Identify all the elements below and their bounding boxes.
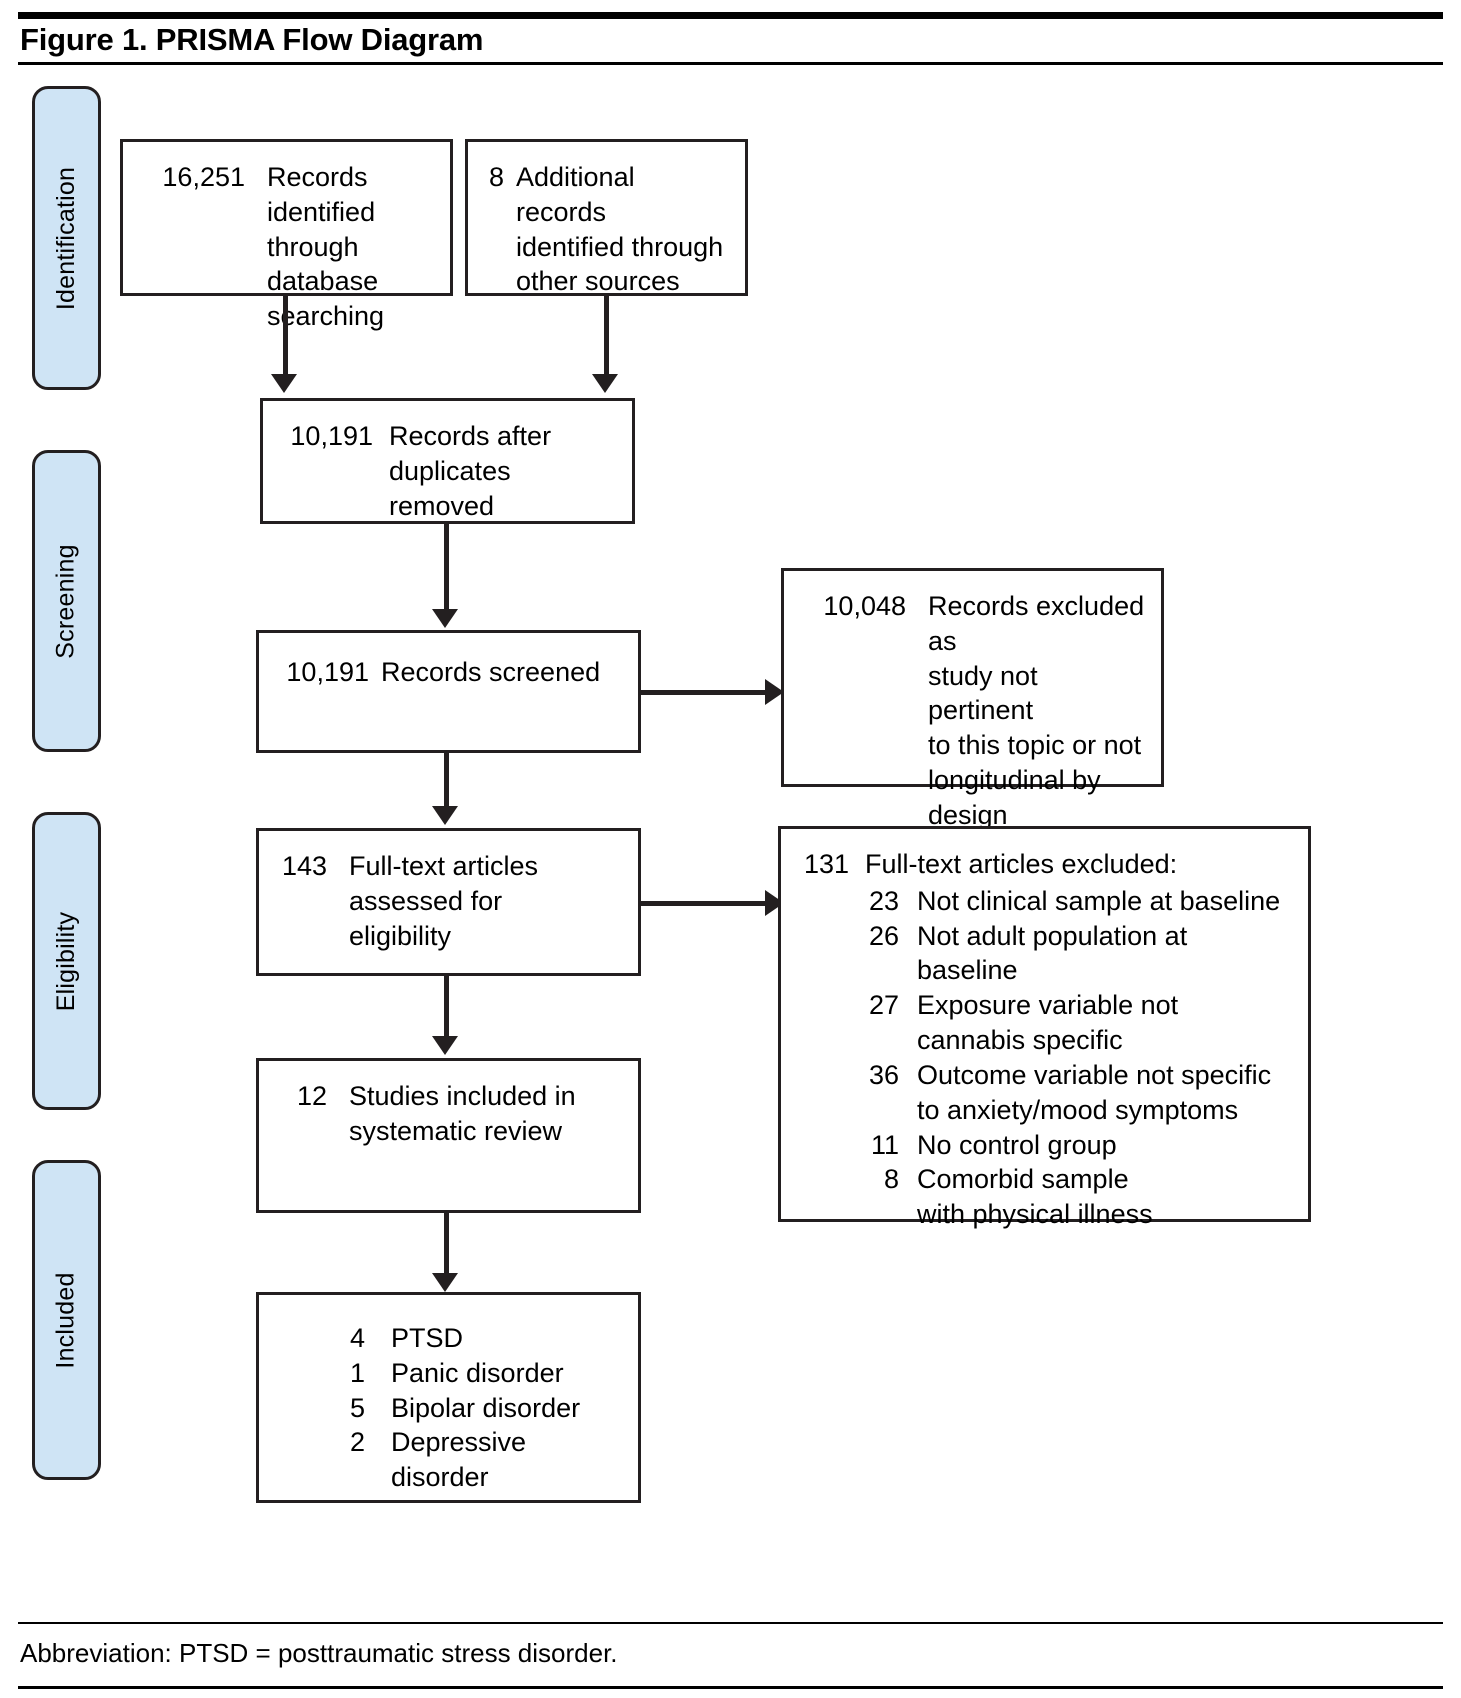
reason-text: Not clinical sample at baseline xyxy=(917,885,1281,916)
disorder-text: Panic disorder xyxy=(391,1357,564,1388)
box-fulltext-excluded: 131 Full-text articles excluded: 23 Not … xyxy=(778,826,1311,1229)
stage-identification-label: Identification xyxy=(52,166,81,310)
arrowhead-screened-to-excluded xyxy=(765,679,784,705)
box-other-records: 8 Additional records identified through … xyxy=(465,139,748,296)
reason-count: 26 xyxy=(868,920,899,951)
list-item: 2 Depressive disorder xyxy=(273,1425,624,1495)
stage-eligibility-label: Eligibility xyxy=(52,911,80,1011)
records-excluded-count: 10,048 xyxy=(823,591,906,621)
reason-text: Exposure variable not cannabis specific xyxy=(917,990,1179,1056)
box-database-records: 16,251 Records identified through databa… xyxy=(120,139,453,331)
list-item: 27 Exposure variable not cannabis specif… xyxy=(795,988,1294,1058)
box-records-excluded: 10,048 Records excluded as study not per… xyxy=(781,568,1164,830)
arrowhead-database-to-dedup xyxy=(271,374,297,393)
reason-count: 11 xyxy=(870,1129,899,1160)
disorder-count: 5 xyxy=(349,1392,365,1423)
list-item: 5 Bipolar disorder xyxy=(273,1391,624,1426)
disorder-text: PTSD xyxy=(391,1323,464,1353)
list-item: 23 Not clinical sample at baseline xyxy=(795,884,1294,919)
arrowhead-included-to-disorders xyxy=(432,1273,458,1292)
studies-included-count: 12 xyxy=(296,1081,327,1111)
disorder-text: Depressive disorder xyxy=(391,1427,527,1493)
connector-database-to-dedup xyxy=(283,296,288,376)
after-duplicates-count: 10,191 xyxy=(290,421,373,451)
reason-count: 27 xyxy=(868,990,899,1021)
list-item: 36 Outcome variable not specific to anxi… xyxy=(795,1058,1294,1128)
stage-screening: Screening xyxy=(32,450,101,752)
arrowhead-fulltext-to-included xyxy=(432,1036,458,1055)
database-records-count: 16,251 xyxy=(162,162,245,192)
disorder-count: 1 xyxy=(349,1357,365,1388)
list-item: 8 Comorbid sample with physical illness xyxy=(795,1162,1294,1232)
abbreviation-note: Abbreviation: PTSD = posttraumatic stres… xyxy=(20,1638,618,1668)
stage-eligibility: Eligibility xyxy=(32,812,101,1110)
arrowhead-dedup-to-screened xyxy=(432,609,458,628)
connector-other-to-dedup xyxy=(604,296,609,376)
fulltext-assessed-text: Full-text articles assessed for eligibil… xyxy=(349,851,539,951)
records-excluded-text: Records excluded as study not pertinent … xyxy=(928,591,1145,830)
after-duplicates-text: Records after duplicates removed xyxy=(389,421,552,521)
header-rule-bottom xyxy=(18,62,1443,65)
disorder-count: 2 xyxy=(349,1427,365,1458)
disorder-text: Bipolar disorder xyxy=(391,1392,581,1423)
reason-count: 36 xyxy=(868,1059,899,1090)
studies-included-text: Studies included in systematic review xyxy=(349,1081,576,1146)
database-records-text: Records identified through database sear… xyxy=(267,162,385,332)
list-item: 4 PTSD xyxy=(273,1321,624,1356)
box-disorder-breakdown: 4 PTSD 1 Panic disorder 5 Bipolar disord… xyxy=(256,1292,641,1503)
box-fulltext-assessed: 143 Full-text articles assessed for elig… xyxy=(256,828,641,976)
reason-text: Not adult population at baseline xyxy=(917,920,1188,986)
connector-fulltext-to-included xyxy=(444,976,449,1038)
footer-rule-top xyxy=(18,1622,1443,1624)
page-title: Figure 1. PRISMA Flow Diagram xyxy=(20,22,484,57)
header-rule-top xyxy=(18,12,1443,19)
arrowhead-screened-to-fulltext xyxy=(432,806,458,825)
other-records-count: 8 xyxy=(488,162,504,192)
box-after-duplicates: 10,191 Records after duplicates removed xyxy=(260,398,635,524)
reason-text: Outcome variable not specific to anxiety… xyxy=(917,1059,1272,1125)
reason-text: No control group xyxy=(917,1129,1117,1160)
fulltext-assessed-count: 143 xyxy=(281,851,327,881)
box-records-screened: 10,191 Records screened xyxy=(256,630,641,753)
stage-included: Included xyxy=(32,1160,101,1480)
records-screened-text: Records screened xyxy=(381,657,601,687)
stage-identification: Identification xyxy=(32,86,101,390)
records-screened-count: 10,191 xyxy=(286,657,369,687)
reason-count: 8 xyxy=(883,1164,899,1195)
list-item: 1 Panic disorder xyxy=(273,1356,624,1391)
connector-included-to-disorders xyxy=(444,1213,449,1275)
disorder-count: 4 xyxy=(349,1323,365,1353)
connector-fulltext-to-excluded xyxy=(641,901,769,906)
arrowhead-other-to-dedup xyxy=(592,374,618,393)
footer-rule-bottom xyxy=(18,1686,1443,1689)
reason-count: 23 xyxy=(868,885,899,916)
list-item: 11 No control group xyxy=(795,1128,1294,1163)
other-records-text: Additional records identified through ot… xyxy=(516,162,724,297)
reason-text: Comorbid sample with physical illness xyxy=(917,1164,1153,1230)
connector-screened-to-fulltext xyxy=(444,753,449,808)
fulltext-excluded-reason-list: 23 Not clinical sample at baseline 26 No… xyxy=(795,884,1294,1232)
stage-included-label: Included xyxy=(52,1271,80,1369)
list-item: 26 Not adult population at baseline xyxy=(795,919,1294,989)
stage-screening-label: Screening xyxy=(52,543,80,659)
fulltext-excluded-count: 131 xyxy=(803,849,849,879)
connector-dedup-to-screened xyxy=(444,524,449,611)
fulltext-excluded-text: Full-text articles excluded: xyxy=(865,849,1178,879)
box-studies-included: 12 Studies included in systematic review xyxy=(256,1058,641,1213)
connector-screened-to-excluded xyxy=(641,690,769,695)
